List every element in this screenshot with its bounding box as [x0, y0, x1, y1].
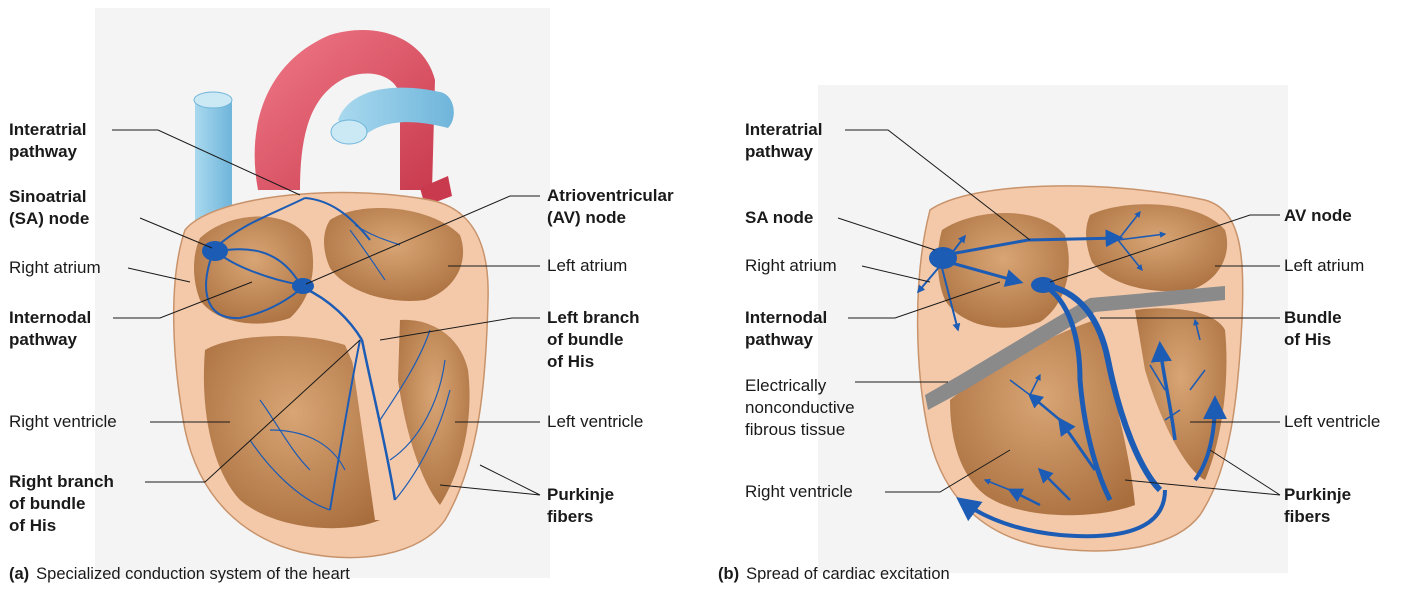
- label-a-purkinje-fibers: Purkinje fibers: [547, 484, 614, 528]
- label-b-left-atrium: Left atrium: [1284, 255, 1364, 277]
- label-a-atrioventricular-node: Atrioventricular (AV) node: [547, 185, 674, 229]
- label-b-bundle-of-his: Bundle of His: [1284, 307, 1342, 351]
- caption-b-text: Spread of cardiac excitation: [746, 565, 950, 583]
- label-b-left-ventricle: Left ventricle: [1284, 411, 1380, 433]
- label-a-interatrial-pathway: Interatrial pathway: [9, 119, 86, 163]
- av-node-marker-b: [1031, 277, 1055, 293]
- vena-cava-opening: [194, 92, 232, 108]
- label-a-left-branch: Left branch of bundle of His: [547, 307, 640, 373]
- caption-a-text: Specialized conduction system of the hea…: [36, 565, 350, 583]
- caption-a: (a) Specialized conduction system of the …: [9, 565, 350, 584]
- caption-b-tag: (b): [718, 565, 739, 583]
- label-a-sinoatrial-node: Sinoatrial (SA) node: [9, 186, 89, 230]
- label-b-fibrous-tissue: Electrically nonconductive fibrous tissu…: [745, 375, 855, 441]
- av-node-marker-a: [292, 278, 314, 294]
- sa-node-marker-a: [202, 241, 228, 261]
- label-b-interatrial-pathway: Interatrial pathway: [745, 119, 822, 163]
- label-a-right-branch: Right branch of bundle of His: [9, 471, 114, 537]
- pulmonary-artery-opening: [331, 120, 367, 144]
- sa-node-marker-b: [929, 247, 957, 269]
- label-a-left-ventricle: Left ventricle: [547, 411, 643, 433]
- label-a-left-atrium: Left atrium: [547, 255, 627, 277]
- caption-b: (b) Spread of cardiac excitation: [718, 565, 950, 584]
- label-a-internodal-pathway: Internodal pathway: [9, 307, 91, 351]
- label-a-right-atrium: Right atrium: [9, 257, 101, 279]
- label-b-right-atrium: Right atrium: [745, 255, 837, 277]
- label-a-right-ventricle: Right ventricle: [9, 411, 117, 433]
- label-b-sa-node: SA node: [745, 207, 813, 229]
- caption-a-tag: (a): [9, 565, 29, 583]
- label-b-right-ventricle: Right ventricle: [745, 481, 853, 503]
- label-b-purkinje-fibers: Purkinje fibers: [1284, 484, 1351, 528]
- right-atrium-chamber-b: [938, 213, 1069, 328]
- label-b-av-node: AV node: [1284, 205, 1352, 227]
- label-b-internodal-pathway: Internodal pathway: [745, 307, 827, 351]
